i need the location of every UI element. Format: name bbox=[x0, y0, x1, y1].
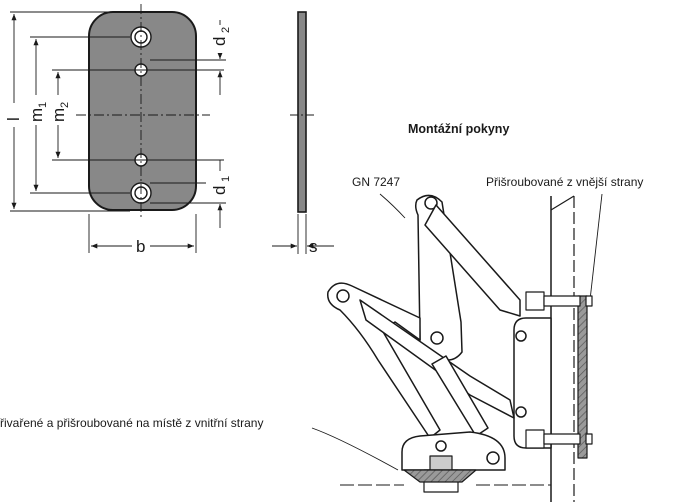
outer-mount-label: Přišroubované z vnější strany bbox=[486, 175, 643, 189]
dim-d1: d bbox=[210, 186, 229, 195]
leader-lines bbox=[311, 193, 603, 471]
dim-l: l bbox=[4, 117, 23, 121]
plate-side-view bbox=[272, 11, 334, 254]
outer-bolts bbox=[525, 291, 593, 449]
mounting-title: Montážní pokyny bbox=[408, 122, 509, 136]
dim-m1: m bbox=[27, 108, 46, 122]
frame-wall bbox=[550, 195, 588, 502]
dim-m2: m bbox=[49, 108, 68, 122]
dim-b: b bbox=[136, 237, 145, 256]
dim-d2-sub: 2 bbox=[220, 27, 232, 33]
hinge-assembly bbox=[327, 194, 593, 502]
lever-arm bbox=[327, 282, 441, 439]
dim-d1-sub: 1 bbox=[220, 176, 232, 182]
inner-mount-label: řivařené a přišroubované na místě z vnit… bbox=[0, 416, 263, 430]
extension-lines bbox=[10, 11, 226, 253]
center-lines bbox=[76, 4, 210, 220]
plate-body bbox=[88, 11, 197, 211]
plate-front-view bbox=[4, 4, 234, 256]
dim-m2-sub: 2 bbox=[59, 102, 71, 108]
mounting-plate-section bbox=[577, 295, 588, 459]
base-weldment bbox=[401, 431, 506, 471]
dim-d2: d bbox=[210, 37, 229, 46]
dim-m1-sub: 1 bbox=[37, 102, 49, 108]
dim-s: s bbox=[309, 237, 318, 256]
part-number-label: GN 7247 bbox=[352, 175, 400, 189]
plate-side-body bbox=[297, 11, 307, 213]
